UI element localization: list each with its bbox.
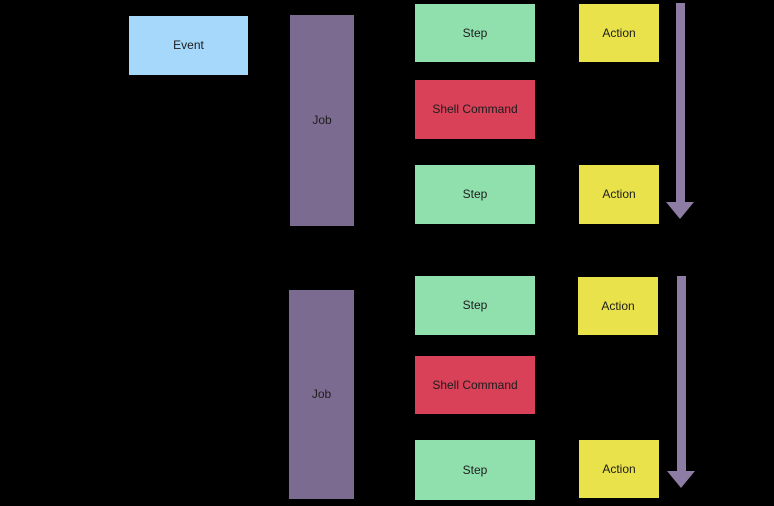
action-node-4: Action (579, 440, 659, 498)
step-node-2: Step (415, 165, 535, 224)
down-arrow-head-icon-2 (667, 471, 695, 488)
down-arrow-shaft-1 (676, 3, 685, 202)
action-node-3: Action (578, 277, 658, 335)
action-node-1: Action (579, 4, 659, 62)
shell-command-node-2: Shell Command (415, 356, 535, 414)
step-node-4: Step (415, 440, 535, 500)
action-node-2: Action (579, 165, 659, 224)
down-arrow-head-icon-1 (666, 202, 694, 219)
shell-command-node-1: Shell Command (415, 80, 535, 139)
job-node-1: Job (290, 15, 354, 226)
down-arrow-shaft-2 (677, 276, 686, 471)
step-node-1: Step (415, 4, 535, 62)
step-node-3: Step (415, 276, 535, 335)
event-node: Event (129, 16, 248, 75)
job-node-2: Job (289, 290, 354, 499)
